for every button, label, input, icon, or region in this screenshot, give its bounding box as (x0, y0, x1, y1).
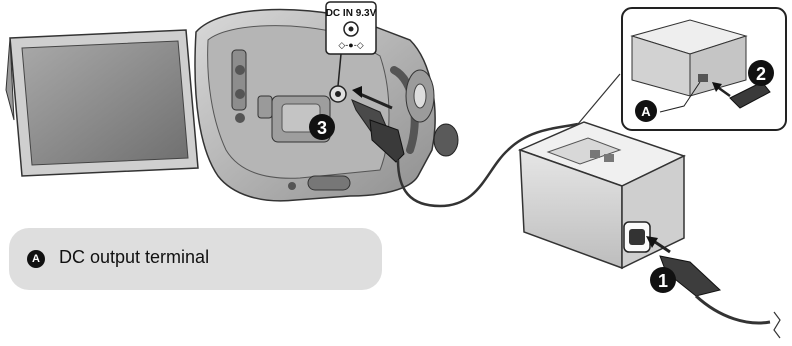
dc-cable (396, 122, 579, 208)
legend-box: A DC output terminal (9, 228, 382, 290)
dc-output-terminal (698, 74, 708, 82)
insert-arrow-icon (352, 86, 362, 98)
callout-A: A (635, 100, 657, 122)
camcorder: DC IN 9.3V ◇-●-◇ (5, 1, 459, 202)
insert-arrow-icon (646, 236, 658, 248)
callout-step-3: 3 (309, 114, 335, 140)
svg-text:1: 1 (658, 271, 668, 291)
callout-step-1: 1 (650, 267, 676, 293)
insert-arrow-shaft (359, 92, 393, 110)
legend-text: DC output terminal (59, 247, 210, 267)
svg-text:A: A (641, 104, 651, 119)
dc-in-voltage-label: DC IN 9.3V (326, 8, 377, 19)
charger (517, 121, 686, 270)
camcorder-body (194, 8, 459, 202)
lcd-panel (5, 29, 199, 177)
callout-step-2: 2 (748, 60, 774, 86)
dc-plug (351, 86, 405, 163)
legend-marker-A: A (27, 250, 45, 268)
polarity-symbol: ◇-●-◇ (338, 40, 363, 50)
svg-text:2: 2 (756, 64, 766, 84)
svg-text:3: 3 (317, 118, 327, 138)
dc-in-label-box: DC IN 9.3V ◇-●-◇ (325, 1, 377, 87)
inset-detail (621, 7, 787, 131)
ac-cable (646, 236, 781, 339)
insert-arrow-icon (712, 82, 722, 92)
